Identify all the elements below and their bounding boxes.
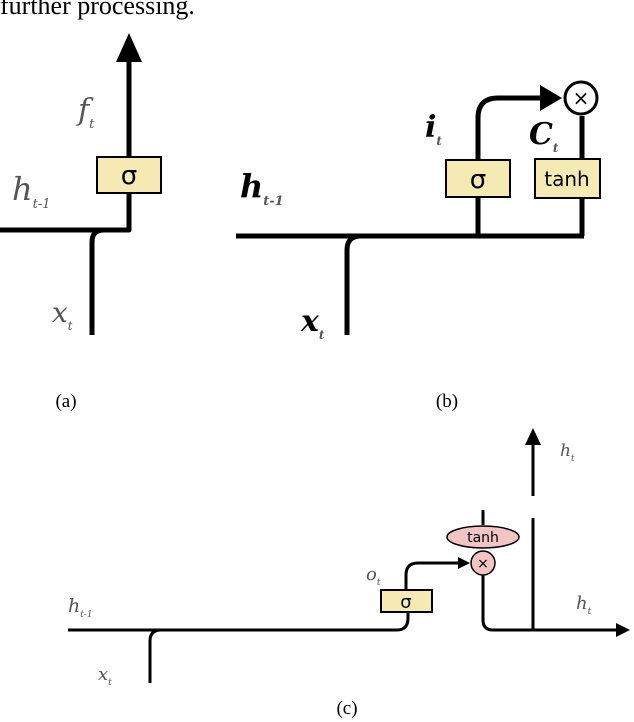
panel-a-input-line <box>89 227 105 335</box>
panel-c-arrowhead-up <box>525 428 541 445</box>
panel-c-tanh-label: tanh <box>467 530 499 546</box>
panel-a-forget-gate: σ ft ht-1 xt (a) <box>0 33 162 412</box>
panel-b-tanh-label: tanh <box>544 167 589 191</box>
panel-c-arrowhead-right <box>458 557 470 569</box>
panel-a-caption: (a) <box>55 391 76 412</box>
panel-c-sigma-label: σ <box>400 592 411 613</box>
panel-a-xt-label: xt <box>52 296 73 333</box>
panel-b-caption: (b) <box>436 391 458 412</box>
panel-c-caption: (c) <box>336 698 357 719</box>
header-text: further processing. <box>0 0 195 20</box>
panel-c-arrowhead-out <box>616 623 630 637</box>
panel-c-cell-line <box>481 575 618 632</box>
panel-a-ft-label: ft <box>76 93 95 132</box>
panel-a-sigma-gate <box>96 156 162 194</box>
panel-c-tanh-node <box>446 525 520 549</box>
panel-c-multiply-label: × <box>477 556 489 572</box>
panel-c-output-gate: σ tanh × ot ht-1 xt ht ht (c) <box>68 428 630 719</box>
panel-a-ht1-label: ht-1 <box>12 170 51 212</box>
panel-b-sigma-gate <box>445 159 511 198</box>
panel-c-xt-label: xt <box>98 664 112 688</box>
panel-b-multiply-label: × <box>573 86 590 110</box>
panel-b-sigma-label: σ <box>470 165 486 195</box>
panel-c-ht-right-label: ht <box>576 593 592 617</box>
panel-b-xt-label: xt <box>300 304 325 342</box>
panel-b-ht1-label: ht-1 <box>240 167 284 209</box>
panel-c-hidden-line <box>68 612 410 632</box>
panel-a-hidden-line <box>0 193 132 233</box>
panel-c-sigma-out-line <box>404 561 462 590</box>
panel-b-ct-label: Ct <box>529 117 559 155</box>
panel-c-ht-top-label: ht <box>560 441 575 464</box>
panel-b-tanh-gate <box>534 158 601 199</box>
panel-c-input-line <box>148 628 162 683</box>
panel-b-sigma-out-line <box>475 95 548 160</box>
panel-c-ot-label: ot <box>366 564 381 588</box>
panel-c-ht1-label: ht-1 <box>68 595 93 620</box>
panel-b-input-gate: σ tanh × it Ct ht-1 xt (b) <box>236 80 601 412</box>
panel-a-output-arrowhead <box>116 33 142 62</box>
panel-b-input-line <box>344 233 362 335</box>
panel-a-sigma-label: σ <box>121 161 137 191</box>
panel-b-it-label: it <box>425 110 442 148</box>
panel-b-arrowhead <box>540 85 562 111</box>
panel-b-multiply-node <box>563 80 599 116</box>
